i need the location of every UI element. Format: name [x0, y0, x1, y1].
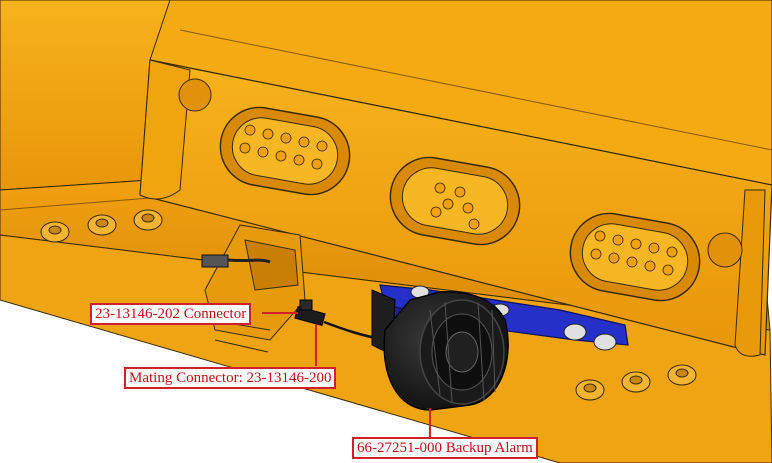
- light-slots: [219, 106, 701, 302]
- leader-lines: [262, 312, 431, 437]
- bracket-bolt: [563, 323, 587, 341]
- callout-backup-alarm: 66-27251-000 Backup Alarm: [352, 437, 538, 459]
- light-slot-left: [219, 106, 351, 196]
- hex-nut: [40, 221, 70, 243]
- light-slot-center: [389, 156, 521, 246]
- wire-harness: [201, 254, 271, 268]
- hex-nut: [667, 364, 697, 386]
- hex-nut: [575, 379, 605, 401]
- bracket-bolt: [593, 333, 617, 351]
- backup-alarm: [371, 289, 509, 411]
- hex-nut: [87, 214, 117, 236]
- hex-nuts: [40, 209, 697, 401]
- callout-connector: 23-13146-202 Connector: [90, 303, 252, 325]
- hex-nut: [621, 371, 651, 393]
- light-slot-right: [569, 212, 701, 302]
- callout-mating-connector: Mating Connector: 23-13146-200: [124, 367, 337, 389]
- hex-nut: [133, 209, 163, 231]
